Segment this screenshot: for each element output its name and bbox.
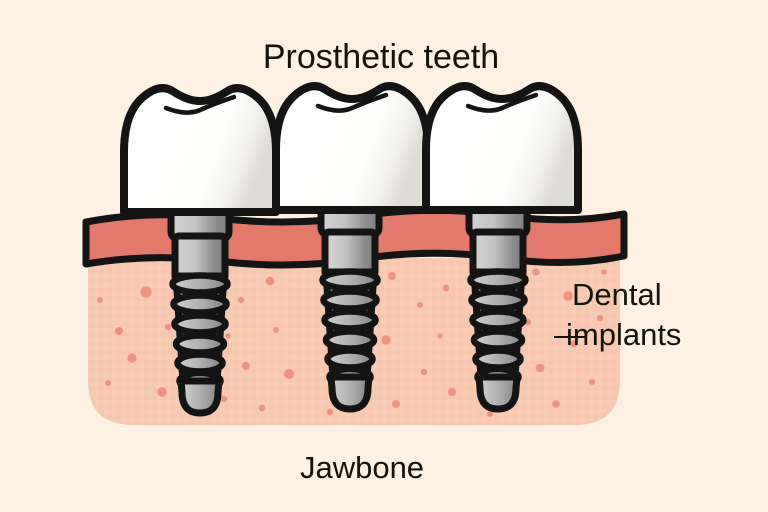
prosthetic-crown-2 (276, 86, 428, 210)
label-dental-implants-line1: Dental (572, 277, 662, 312)
dental-implant-3 (469, 195, 527, 409)
prosthetic-crown-1 (124, 88, 276, 212)
label-jawbone: Jawbone (300, 450, 424, 485)
dental-implant-1 (171, 199, 229, 413)
label-prosthetic-teeth: Prosthetic teeth (263, 38, 499, 76)
label-dental-implants-leader: — (554, 317, 585, 352)
label-dental-implants-line2: implants (566, 317, 681, 352)
prosthetic-crown-3 (426, 86, 578, 210)
dental-implant-2 (321, 195, 379, 409)
bone-speckles (97, 268, 607, 417)
